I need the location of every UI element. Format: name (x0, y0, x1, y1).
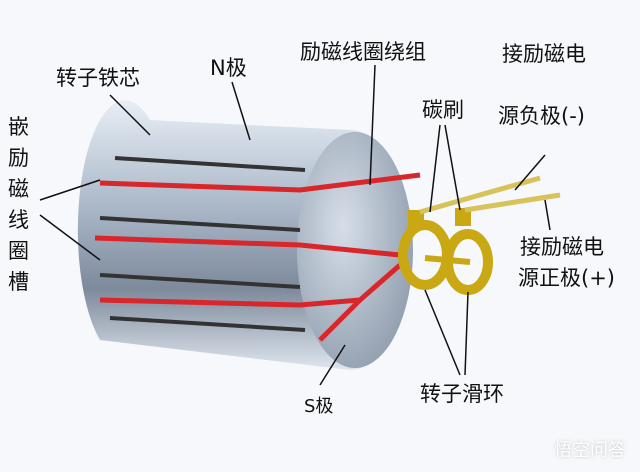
label-pos-terminal-1: 接励磁电 (520, 235, 604, 259)
slip-rings (398, 220, 493, 295)
slot-char: 磁 (8, 177, 29, 201)
winding-slots (99, 156, 306, 332)
label-rotor-core: 转子铁芯 (56, 66, 140, 90)
label-neg-terminal-2: 源负极(-) (498, 104, 585, 128)
label-field-winding: 励磁线圈绕组 (300, 40, 426, 64)
watermark: 悟空问答 (554, 440, 626, 461)
slot-char: 嵌 (8, 115, 29, 139)
label-carbon-brush: 碳刷 (422, 98, 464, 122)
slot-char: 励 (8, 146, 29, 170)
field-winding-wires (94, 172, 421, 342)
slot-char: 圈 (8, 239, 29, 263)
slot-char: 槽 (8, 270, 29, 294)
label-neg-terminal-1: 接励磁电 (502, 42, 586, 66)
label-winding-slot: 嵌 励 磁 线 圈 槽 (8, 112, 34, 298)
leader-lines (39, 64, 551, 386)
slot-char: 线 (8, 208, 29, 232)
rotor-core (77, 100, 413, 370)
label-s-pole: S极 (304, 396, 334, 417)
label-n-pole: N极 (210, 56, 247, 80)
label-pos-terminal-2: 源正极(+) (518, 266, 615, 290)
label-slip-ring: 转子滑环 (420, 382, 504, 406)
